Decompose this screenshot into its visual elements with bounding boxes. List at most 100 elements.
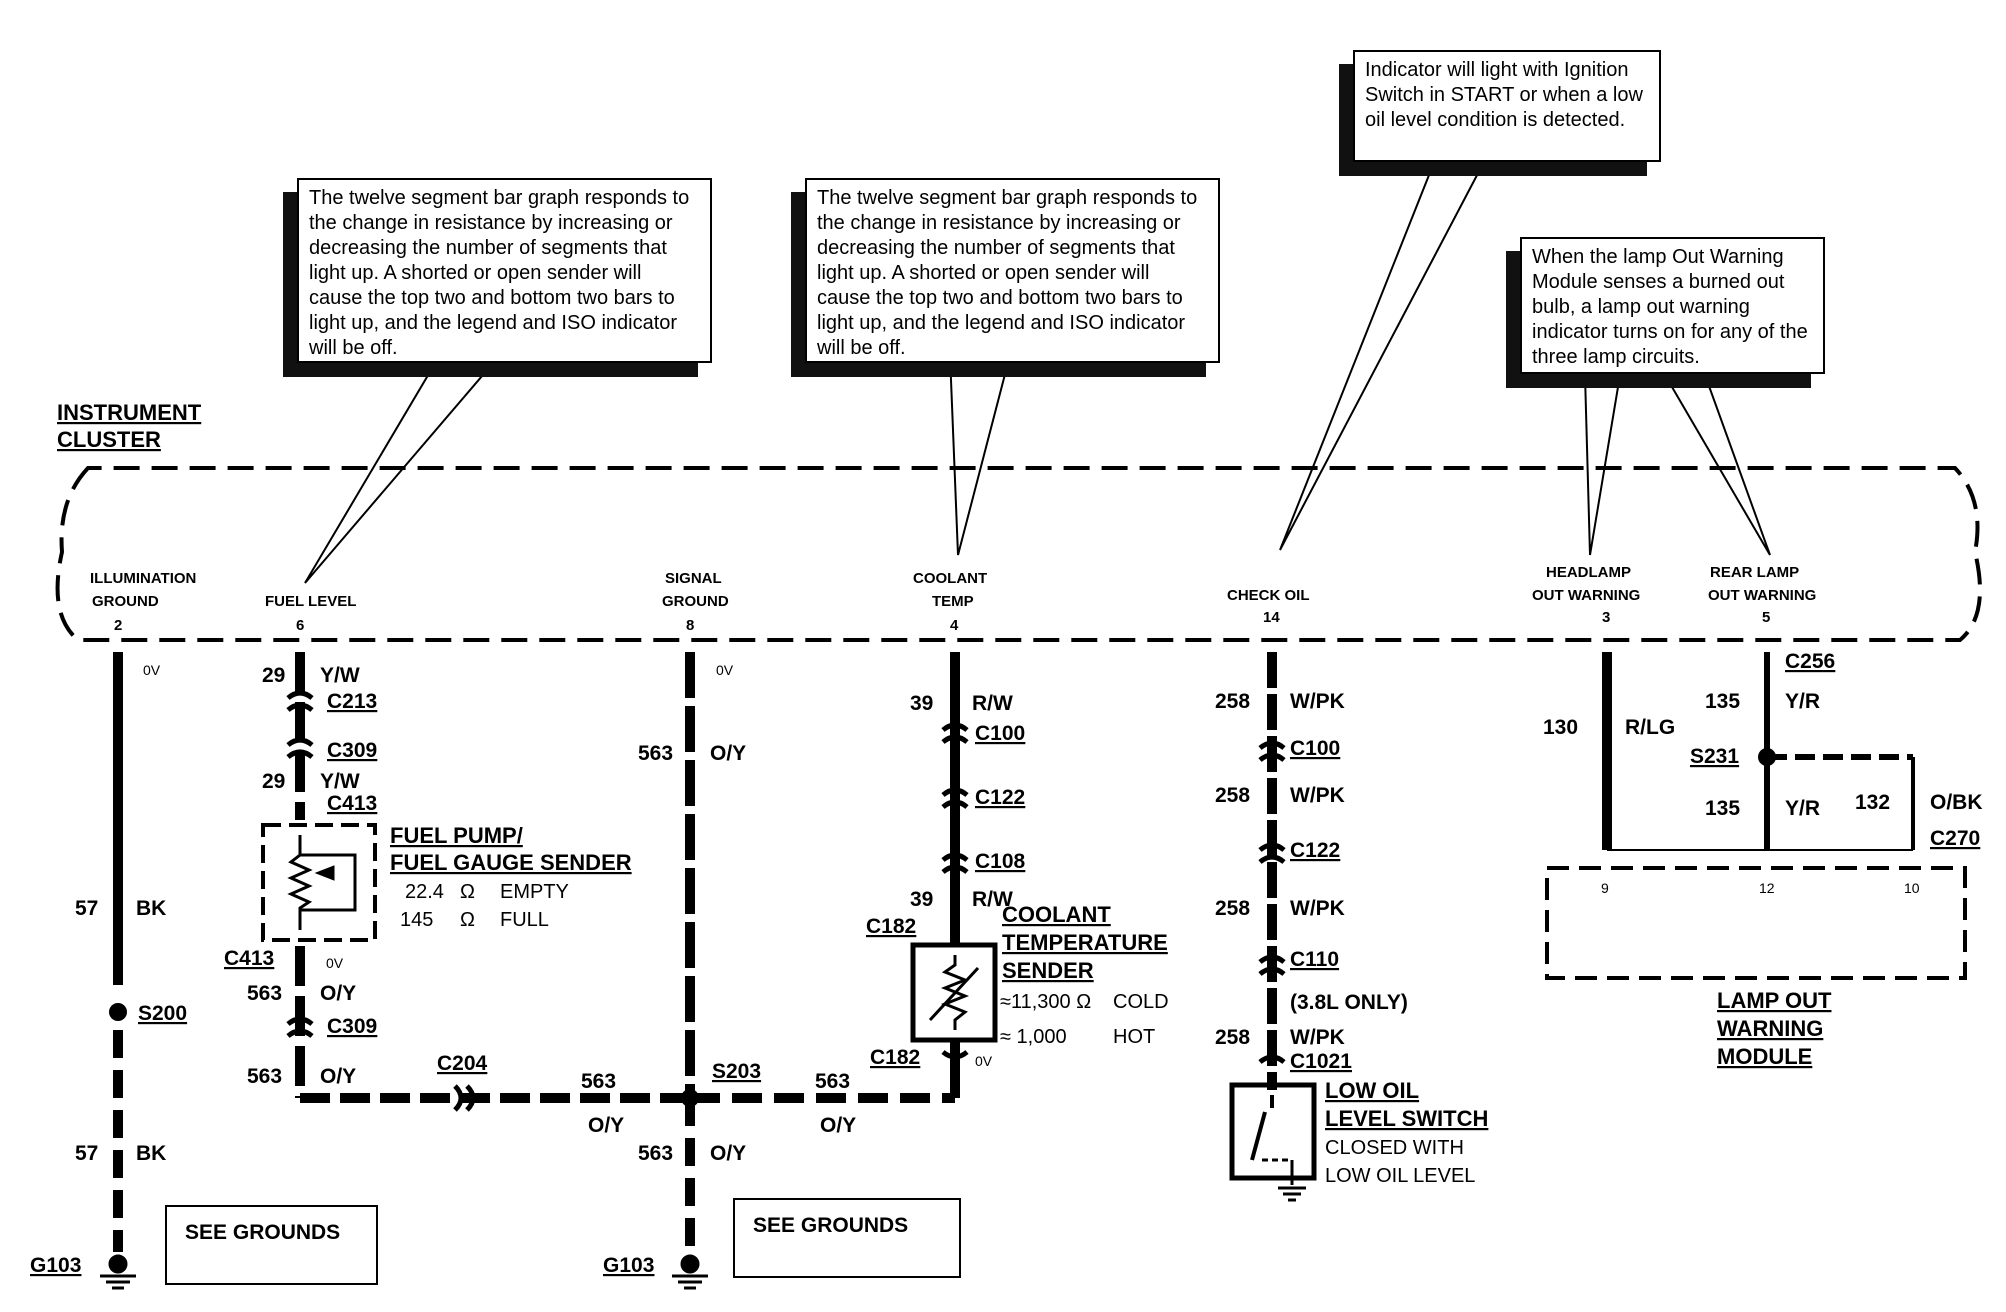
wire-rlg: R/LG	[1625, 716, 1675, 739]
wire-obk: O/BK	[1930, 791, 1983, 814]
wire-57-bottom: 57	[75, 1142, 98, 1165]
wire-oy-signal: O/Y	[710, 742, 746, 765]
connector-c213: C213	[327, 690, 377, 713]
connector-c100-oil: C100	[1290, 737, 1340, 760]
pin-signal-number: 8	[686, 617, 694, 634]
wire-29-top: 29	[262, 664, 285, 687]
connector-c413-top: C413	[327, 792, 377, 815]
wire-258-3: 258	[1215, 897, 1250, 920]
pin-rearlamp-number: 5	[1762, 609, 1770, 626]
splice-s231	[1758, 748, 1776, 766]
wire-oy-horiz-1: O/Y	[588, 1114, 624, 1137]
see-grounds-box-left[interactable]: SEE GROUNDS	[165, 1205, 378, 1285]
coolant-gauge-callout: The twelve segment bar graph responds to…	[805, 178, 1220, 363]
wire-39-top: 39	[910, 692, 933, 715]
splice-s200	[109, 1003, 127, 1021]
wire-oy-signal-bottom: O/Y	[710, 1142, 746, 1165]
connector-s203: S203	[712, 1060, 761, 1083]
pin-coolant-number: 4	[950, 617, 959, 634]
wire-563-fuel-2: 563	[247, 1065, 282, 1088]
ground-g103-left: G103	[30, 1254, 81, 1277]
voltage-fuel: 0V	[326, 955, 344, 971]
pin-coolant-label-2: TEMP	[932, 593, 974, 610]
wire-130: 130	[1543, 716, 1578, 739]
fuel-sender-state-empty: EMPTY	[500, 881, 569, 903]
fuel-sender-title-1: FUEL PUMP/	[390, 823, 523, 848]
voltage-labels: 0V 0V 0V 0V	[143, 662, 993, 1069]
voltage-illum: 0V	[143, 662, 161, 678]
wire-563-horiz-2: 563	[815, 1070, 850, 1093]
connector-c413-bottom: C413	[224, 947, 274, 970]
fuel-sender-unit-full: Ω	[460, 909, 475, 931]
pin-illum-label-2: GROUND	[92, 593, 159, 610]
cluster-title-line1: INSTRUMENT	[57, 400, 202, 425]
coolant-sender-value-cold: ≈11,300 Ω	[1000, 991, 1091, 1013]
pin-oil-label: CHECK OIL	[1227, 587, 1310, 604]
pin-fuel-label: FUEL LEVEL	[265, 593, 356, 610]
connector-c182-top: C182	[866, 915, 916, 938]
low-oil-level-switch-symbol	[1229, 1082, 1317, 1202]
lamp-out-callout: When the lamp Out Warning Module senses …	[1520, 237, 1825, 374]
oil-switch-title-1: LOW OIL	[1325, 1078, 1419, 1103]
wire-132: 132	[1855, 791, 1890, 814]
lamp-module-title-2: WARNING	[1717, 1016, 1823, 1041]
coolant-sender-value-hot: ≈ 1,000	[1000, 1026, 1067, 1048]
connector-c108: C108	[975, 850, 1026, 873]
pin-oil-number: 14	[1263, 609, 1280, 626]
only-38l-label: (3.8L ONLY)	[1290, 991, 1408, 1014]
pin-coolant-label-1: COOLANT	[913, 570, 987, 587]
wire-563-signal: 563	[638, 742, 673, 765]
wire-bk-bottom: BK	[136, 1142, 166, 1165]
coolant-sender-title-1: COOLANT	[1002, 902, 1111, 927]
pin-signal-label-1: SIGNAL	[665, 570, 722, 587]
wire-rw-bottom: R/W	[972, 888, 1013, 911]
wire-rw-top: R/W	[972, 692, 1013, 715]
connector-s231: S231	[1690, 745, 1739, 768]
pin-labels: ILLUMINATION GROUND 2 FUEL LEVEL 6 SIGNA…	[90, 564, 1816, 634]
wire-wpk-4: W/PK	[1290, 1026, 1345, 1049]
oil-switch-labels: LOW OIL LEVEL SWITCH CLOSED WITH LOW OIL…	[1325, 1078, 1488, 1187]
wires	[113, 652, 1915, 1252]
wire-yr-top: Y/R	[1785, 690, 1820, 713]
connector-s200: S200	[138, 1002, 187, 1025]
fuel-sender-value-empty: 22.4	[405, 881, 444, 903]
connector-c204: C204	[437, 1052, 488, 1075]
splice-s203	[681, 1089, 699, 1107]
splices	[109, 748, 1776, 1107]
wire-135-bottom: 135	[1705, 797, 1740, 820]
voltage-signal: 0V	[716, 662, 734, 678]
lamp-module-pin-12: 12	[1759, 880, 1775, 896]
see-grounds-box-right[interactable]: SEE GROUNDS	[733, 1198, 961, 1278]
coolant-sender-labels: COOLANT TEMPERATURE SENDER ≈11,300 Ω COL…	[1000, 902, 1169, 1048]
wire-258-1: 258	[1215, 690, 1250, 713]
fuel-pump-sender-symbol	[261, 823, 377, 942]
fuel-sender-unit-empty: Ω	[460, 881, 475, 903]
connector-labels: C213 C309 C413 C413 C309 C204 S200 S203 …	[30, 650, 1980, 1277]
pin-headlamp-label-1: HEADLAMP	[1546, 564, 1631, 581]
pin-rearlamp-label-2: OUT WARNING	[1708, 587, 1816, 604]
connector-c1021: C1021	[1290, 1050, 1352, 1073]
wire-29-mid: 29	[262, 770, 285, 793]
connector-c309-bottom: C309	[327, 1015, 377, 1038]
fuel-gauge-callout: The twelve segment bar graph responds to…	[297, 178, 712, 363]
lamp-module-title-1: LAMP OUT	[1717, 988, 1832, 1013]
wire-wpk-2: W/PK	[1290, 784, 1345, 807]
connector-c270: C270	[1930, 827, 1980, 850]
lamp-module-labels: 9 12 10 LAMP OUT WARNING MODULE	[1601, 880, 1920, 1069]
oil-switch-note-2: LOW OIL LEVEL	[1325, 1165, 1475, 1187]
wire-563-horiz-1: 563	[581, 1070, 616, 1093]
connector-c182-bottom: C182	[870, 1046, 920, 1069]
pin-illum-label-1: ILLUMINATION	[90, 570, 196, 587]
pin-fuel-number: 6	[296, 617, 304, 634]
lamp-out-warning-module-box	[1545, 866, 1967, 980]
oil-switch-title-2: LEVEL SWITCH	[1325, 1106, 1488, 1131]
oil-switch-note-1: CLOSED WITH	[1325, 1137, 1464, 1159]
connector-c256: C256	[1785, 650, 1835, 673]
wire-258-2: 258	[1215, 784, 1250, 807]
wire-labels: 57 BK 57 BK 29 Y/W 29 Y/W 563 O/Y 563 O/…	[75, 664, 1983, 1165]
instrument-cluster-outline	[55, 466, 1982, 642]
wire-yr-bottom: Y/R	[1785, 797, 1820, 820]
wire-258-4: 258	[1215, 1026, 1250, 1049]
fuel-sender-value-full: 145	[400, 909, 433, 931]
connector-chevrons	[286, 690, 1286, 1112]
